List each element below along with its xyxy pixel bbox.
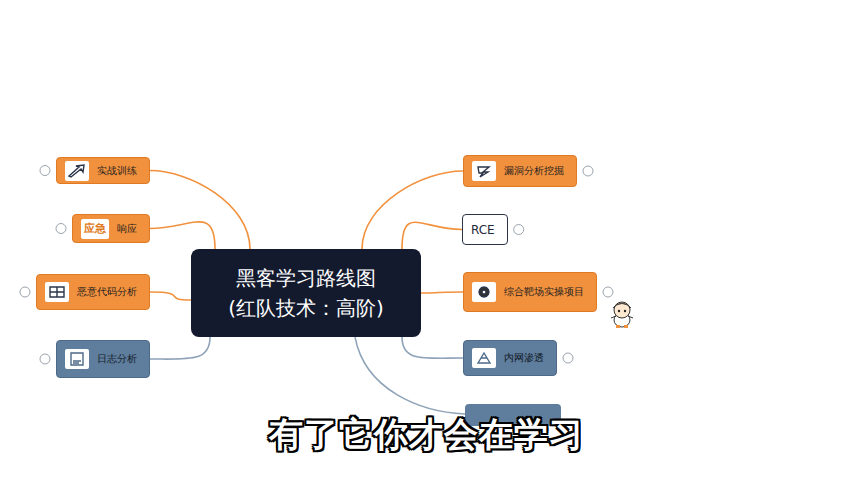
branch-connector [402, 222, 462, 249]
callout-ring [40, 354, 50, 364]
branch-label: 响应 [117, 222, 137, 236]
branch-connector [402, 337, 463, 358]
node-icon [65, 161, 89, 181]
branch-label: 内网渗透 [504, 351, 544, 365]
branch-connector [150, 337, 210, 359]
subtitle-caption: 有了它你才会在学习 [0, 412, 852, 458]
mascot [611, 302, 633, 328]
node-icon: 应急 [81, 219, 109, 239]
branch-node: 内网渗透 [463, 340, 557, 376]
callout-ring [603, 287, 613, 297]
branch-label: RCE [471, 223, 495, 237]
branch-connector [150, 292, 191, 300]
node-icon [45, 282, 69, 302]
branch-label: 综合靶场实操项目 [504, 285, 584, 299]
branch-node: 恶意代码分析 [36, 274, 150, 310]
icon-path [50, 287, 64, 297]
node-icon [65, 349, 89, 369]
callout-ring [583, 166, 593, 176]
icon-path [69, 165, 84, 177]
node-icon [472, 161, 496, 181]
branch-connector [362, 171, 463, 249]
icon-graphic [67, 163, 87, 179]
callout-ring [40, 166, 50, 176]
node-icon [472, 348, 496, 368]
icon-graphic [474, 284, 494, 300]
branch-node: 日志分析 [56, 340, 150, 378]
icon-path [479, 287, 489, 297]
icon-graphic [474, 163, 494, 179]
icon-path [71, 353, 83, 365]
branch-label: 实战训练 [97, 164, 137, 178]
branch-node: RCE [462, 214, 508, 245]
branch-node: 综合靶场实操项目 [463, 272, 597, 312]
branch-connector [150, 222, 215, 249]
branch-label: 漏洞分析挖掘 [504, 164, 564, 178]
callout-ring [56, 224, 66, 234]
callout-ring [514, 225, 524, 235]
branch-node: 应急响应 [72, 214, 150, 243]
icon-label: 应急 [84, 221, 106, 236]
branch-node: 实战训练 [56, 157, 150, 184]
icon-graphic [67, 351, 87, 367]
branch-node: 漏洞分析挖掘 [463, 155, 577, 187]
callout-ring [20, 287, 30, 297]
branch-label: 恶意代码分析 [77, 285, 137, 299]
callout-ring [563, 353, 573, 363]
node-icon [472, 282, 496, 302]
icon-path [478, 167, 489, 177]
hidden-branch [355, 337, 465, 414]
icon-path [478, 353, 490, 363]
icon-graphic [47, 284, 67, 300]
branch-label: 日志分析 [97, 352, 137, 366]
root-node: 黑客学习路线图 (红队技术：高阶) [191, 249, 421, 337]
branch-connector [150, 171, 250, 250]
root-title: 黑客学习路线图 (红队技术：高阶) [206, 263, 406, 323]
branch-connector [421, 292, 463, 293]
icon-graphic [474, 350, 494, 366]
